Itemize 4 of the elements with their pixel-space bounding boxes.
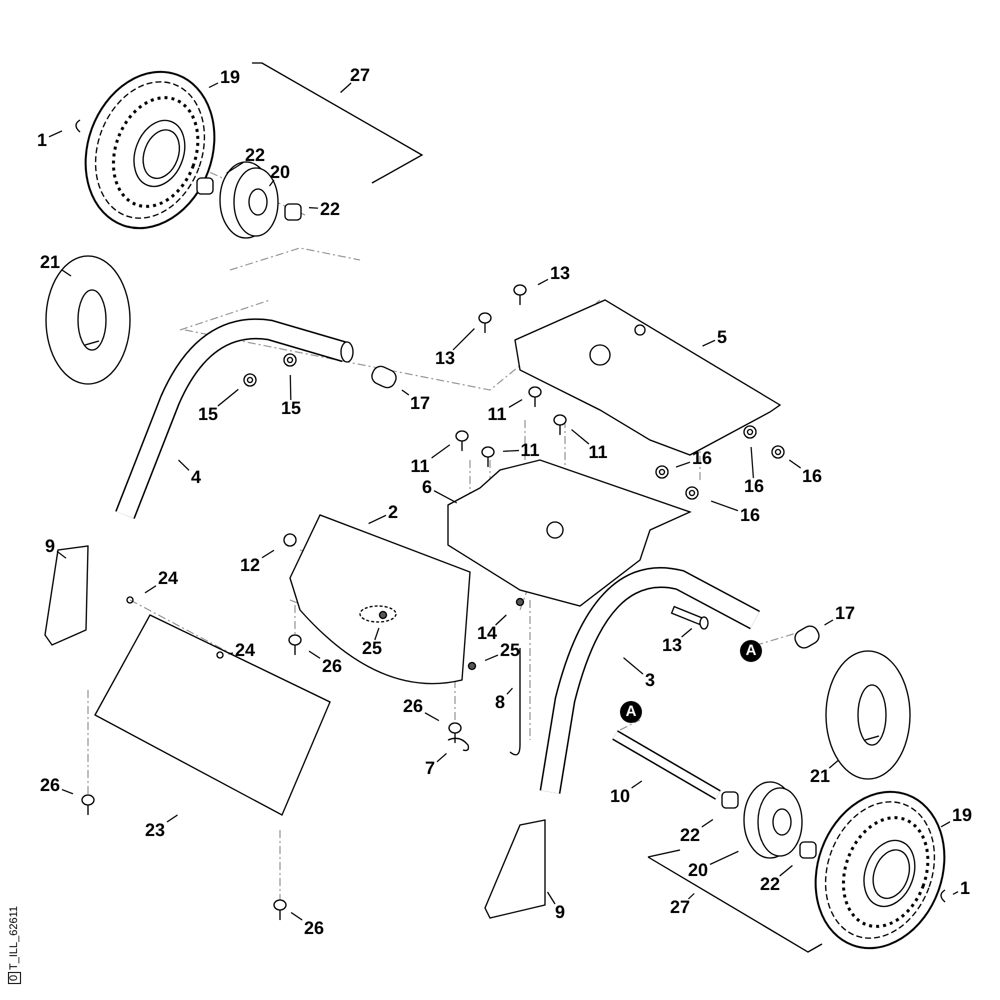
revision-number: 0 [8, 972, 21, 984]
drawing-number: T_ILL_62611 [8, 906, 20, 970]
reference-mark: A [740, 640, 762, 662]
reference-mark: A [620, 701, 642, 723]
